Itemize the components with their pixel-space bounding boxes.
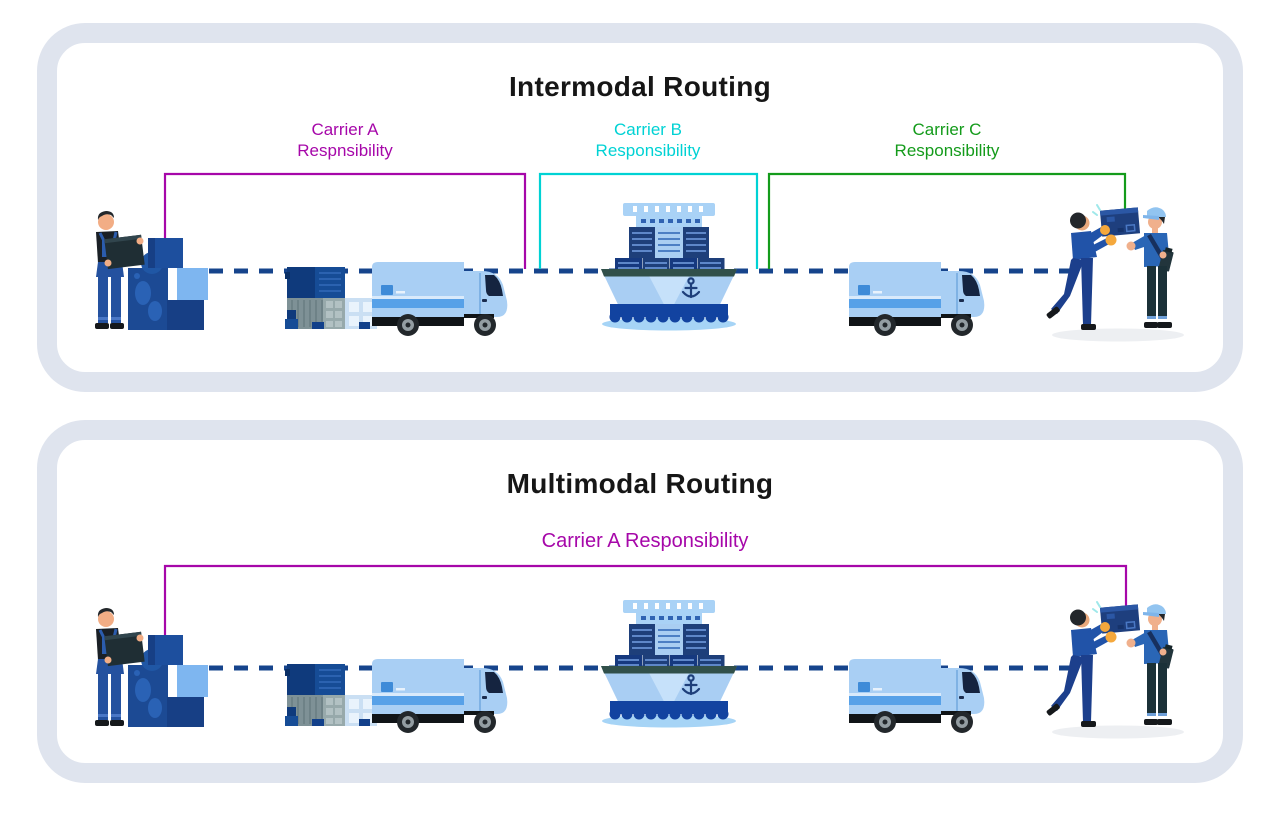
intermodal-title: Intermodal Routing [508, 71, 772, 102]
carrier-b-word: Responsibility [595, 141, 701, 160]
carrier-c-word: Responsibility [894, 141, 1000, 160]
carrier-a-full-bracket [163, 564, 1128, 635]
container-ship-illustration [599, 598, 739, 729]
multimodal-routing-card: Multimodal Routing Carrier A Responsibil… [37, 420, 1243, 783]
last-mile-truck-illustration [848, 261, 986, 337]
carrier-b-label: Carrier B Responsibility [528, 119, 768, 161]
carrier-a-name: Carrier A [311, 120, 379, 139]
carrier-a-bracket [163, 172, 527, 269]
first-mile-truck-illustration [371, 658, 509, 734]
carrier-c-bracket [767, 172, 1127, 269]
carrier-a-word: Respnsibility [297, 141, 393, 160]
carrier-a-full-label: Carrier A Responsibility [541, 530, 749, 552]
multimodal-scene [93, 564, 1243, 783]
cargo-stack-illustration [284, 266, 378, 330]
last-mile-truck-illustration [848, 658, 986, 734]
carrier-a-label: Carrier A Respnsibility [225, 119, 465, 161]
intermodal-routing-card: Intermodal Routing Carrier A Respnsibili… [37, 23, 1243, 392]
carrier-b-name: Carrier B [613, 120, 682, 139]
first-mile-truck-illustration [371, 261, 509, 337]
warehouse-worker-illustration [93, 209, 210, 332]
container-ship-illustration [599, 201, 739, 332]
carrier-b-bracket [538, 172, 759, 269]
carrier-c-name: Carrier C [912, 120, 982, 139]
intermodal-scene [93, 172, 1243, 392]
carrier-c-label: Carrier C Responsibility [827, 119, 1067, 161]
warehouse-worker-illustration [93, 606, 210, 729]
multimodal-title: Multimodal Routing [506, 468, 774, 499]
cargo-stack-illustration [284, 663, 378, 727]
